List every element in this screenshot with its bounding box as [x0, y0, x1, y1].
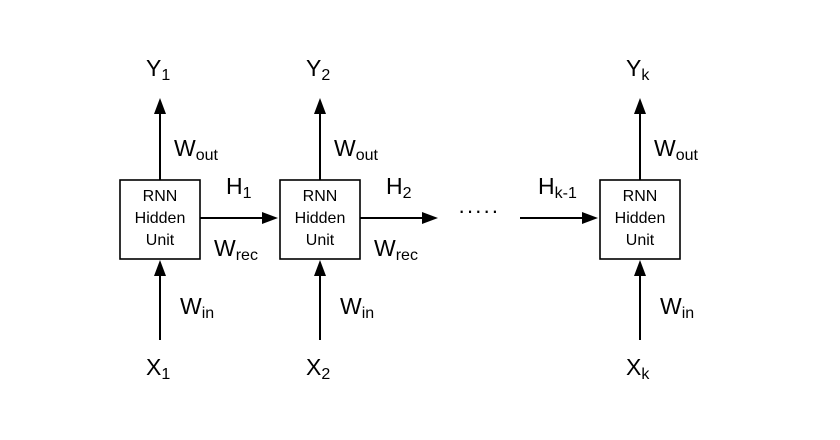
input-arrowhead [314, 260, 326, 276]
hidden-state-label-h2: H2 [386, 173, 412, 202]
output-label-yk: Yk [626, 55, 650, 84]
rnn-unit-k: Hk-1 RNN Hidden Unit Yk Wout Xk Win [520, 55, 699, 383]
box-line-3: Unit [626, 232, 655, 249]
box-line-2: Hidden [615, 210, 666, 227]
w-rec-label: Wrec [374, 235, 418, 264]
hidden-state-label-hk-1: Hk-1 [538, 173, 577, 202]
w-out-label: Wout [654, 135, 699, 164]
input-label-xk: Xk [626, 354, 650, 383]
box-line-2: Hidden [295, 210, 346, 227]
recurrent-arrowhead [422, 212, 438, 224]
w-in-label: Win [660, 293, 694, 322]
w-out-label: Wout [174, 135, 219, 164]
box-line-1: RNN [143, 188, 178, 205]
output-arrowhead [314, 98, 326, 114]
recurrent-arrowhead [262, 212, 278, 224]
w-in-label: Win [340, 293, 374, 322]
hidden-state-label-h1: H1 [226, 173, 252, 202]
output-label-y2: Y2 [306, 55, 330, 84]
w-out-label: Wout [334, 135, 379, 164]
w-in-label: Win [180, 293, 214, 322]
box-line-3: Unit [306, 232, 335, 249]
sequence-ellipsis: ····· [458, 198, 500, 223]
rnn-hidden-unit-box [119, 179, 201, 260]
rnn-unit-1: RNN Hidden Unit Y1 Wout X1 Win [119, 55, 278, 383]
rnn-unit-2: RNN Hidden Unit Y2 Wout X2 Win H2 [279, 55, 438, 383]
box-line-2: Hidden [135, 210, 186, 227]
input-arrowhead [634, 260, 646, 276]
box-line-3: Unit [146, 232, 175, 249]
input-label-x1: X1 [146, 354, 170, 383]
input-arrowhead [154, 260, 166, 276]
w-rec-label: Wrec [214, 235, 258, 264]
box-line-1: RNN [303, 188, 338, 205]
output-label-y1: Y1 [146, 55, 170, 84]
rnn-hidden-unit-box [599, 179, 681, 260]
input-label-x2: X2 [306, 354, 330, 383]
box-line-1: RNN [623, 188, 658, 205]
recurrent-arrowhead [582, 212, 598, 224]
output-arrowhead [154, 98, 166, 114]
output-arrowhead [634, 98, 646, 114]
